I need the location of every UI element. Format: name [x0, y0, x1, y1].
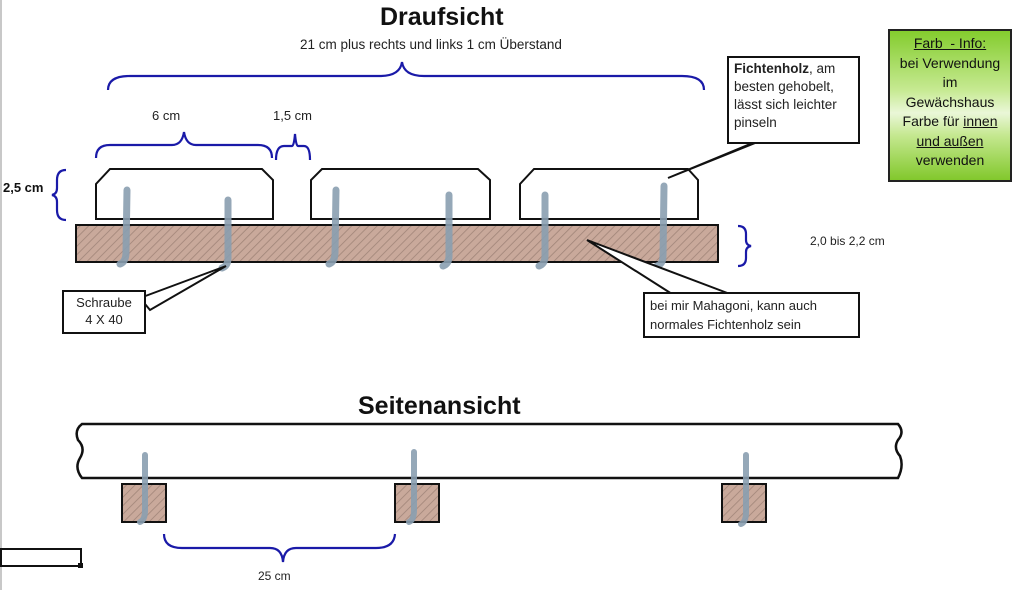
- base-height-label: 2,0 bis 2,2 cm: [810, 234, 885, 248]
- side-plank: [75, 422, 903, 480]
- info-line: im: [942, 74, 958, 90]
- callout-screw-line1: Schraube: [76, 295, 132, 310]
- page-edge: [0, 0, 2, 590]
- screws-side-view: [137, 449, 749, 527]
- info-line: bei Verwendung: [899, 54, 1001, 71]
- info-line: und außen: [916, 132, 984, 149]
- screw: [653, 182, 668, 270]
- screw: [406, 449, 417, 525]
- callout-slat-bold: Fichtenholz: [734, 61, 809, 76]
- base-height-bracket: [737, 224, 752, 268]
- slat-height-bracket: [51, 168, 67, 222]
- side-view-title: Seitenansicht: [358, 392, 521, 420]
- slat-2: [310, 168, 491, 220]
- selection-box: [0, 548, 82, 567]
- color-info-box: Farb - Info: bei Verwendung im Gewächsha…: [888, 29, 1012, 182]
- info-text: Farbe für: [902, 113, 964, 129]
- top-view-subtitle: 21 cm plus rechts und links 1 cm Übersta…: [300, 37, 562, 52]
- slat-width-label: 6 cm: [152, 108, 181, 123]
- screw: [137, 452, 148, 525]
- screw: [439, 191, 453, 270]
- info-line: Farbe für innen: [890, 112, 1010, 132]
- top-view-title: Draufsicht: [380, 3, 504, 31]
- gap-bracket: [274, 133, 312, 161]
- callout-slat-text: , am besten gehobelt, lässt sich leichte…: [734, 61, 837, 130]
- span-bracket: [106, 61, 706, 91]
- screw: [535, 191, 549, 270]
- screw: [738, 452, 749, 527]
- callout-base-line1: bei mir Mahagoni, kann auch: [650, 298, 817, 313]
- callout-slat: Fichtenholz, am besten gehobelt, lässt s…: [727, 56, 860, 144]
- info-underlined: innen: [963, 113, 998, 129]
- selection-handle: [78, 563, 83, 568]
- slat-1: [95, 168, 274, 220]
- callout-pointer-screw: [138, 265, 227, 312]
- info-heading: Farb - Info:: [913, 35, 987, 51]
- callout-screw: Schraube 4 X 40: [62, 290, 146, 334]
- callout-base: bei mir Mahagoni, kann auch normales Fic…: [643, 292, 860, 338]
- info-line: Gewächshaus: [905, 93, 995, 110]
- callout-screw-line2: 4 X 40: [85, 312, 123, 327]
- gap-label: 1,5 cm: [273, 108, 313, 123]
- spacing-label: 25 cm: [258, 569, 291, 583]
- screw: [116, 186, 131, 268]
- screw: [325, 186, 340, 268]
- slat-height-label: 2,5 cm: [3, 180, 44, 195]
- slat-width-bracket: [94, 131, 274, 159]
- callout-base-line2: normales Fichtenholz sein: [650, 317, 802, 332]
- spacing-bracket: [162, 533, 397, 563]
- info-line: verwenden: [915, 152, 985, 168]
